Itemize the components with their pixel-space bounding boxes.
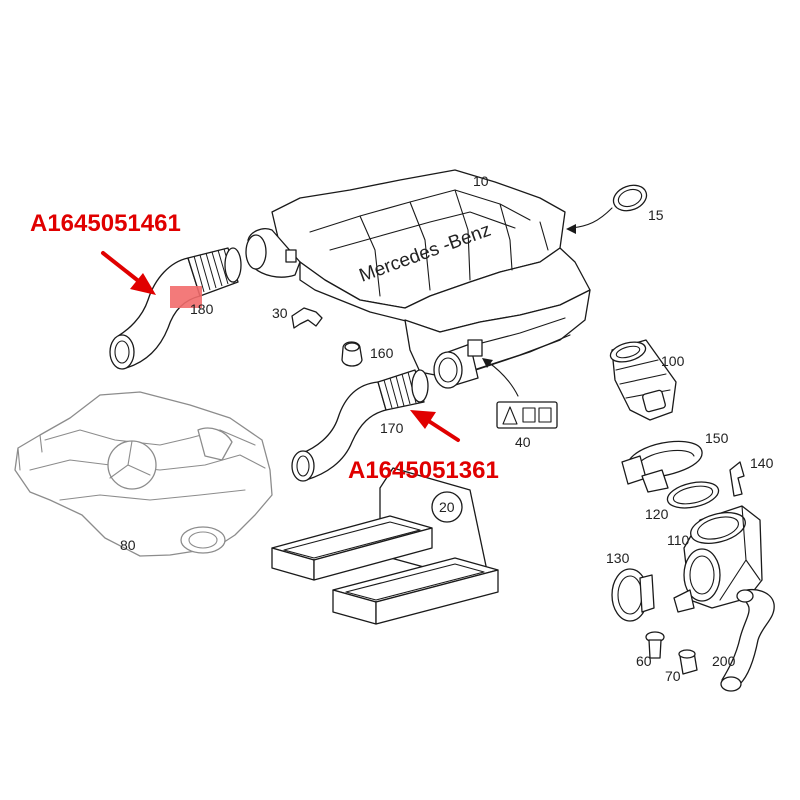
intake-hose-180 xyxy=(109,247,242,370)
arrow-40 xyxy=(487,361,519,397)
seal-ring-15 xyxy=(612,184,648,212)
label-10: 10 xyxy=(473,173,489,189)
hose-clamp-130 xyxy=(611,568,655,622)
clip-30 xyxy=(291,307,323,329)
label-140: 140 xyxy=(750,455,774,471)
warning-label-40 xyxy=(496,401,558,429)
callout-arrow-lower xyxy=(410,410,460,442)
label-60: 60 xyxy=(636,653,652,669)
label-100: 100 xyxy=(661,353,685,369)
bolt-60 xyxy=(645,631,665,659)
label-160: 160 xyxy=(370,345,394,361)
label-40: 40 xyxy=(515,434,531,450)
grommet-160 xyxy=(341,341,363,367)
air-duct-110 xyxy=(673,505,763,613)
air-filter-housing xyxy=(245,169,591,389)
label-15: 15 xyxy=(648,207,664,223)
spacer-70 xyxy=(678,649,698,675)
seal-ring-120 xyxy=(666,481,720,509)
part-number-upper: A1645051461 xyxy=(30,210,181,237)
label-130: 130 xyxy=(606,550,630,566)
arrow-head-15 xyxy=(566,224,576,234)
air-mass-sensor-100 xyxy=(609,339,677,421)
arrow-15 xyxy=(571,207,613,229)
breather-hose-200 xyxy=(720,589,775,692)
label-120: 120 xyxy=(645,506,669,522)
bracket-140 xyxy=(729,461,745,497)
label-150: 150 xyxy=(705,430,729,446)
arrow-head-40 xyxy=(482,358,493,368)
label-180: 180 xyxy=(190,301,214,317)
label-70: 70 xyxy=(665,668,681,684)
label-20: 20 xyxy=(439,499,455,515)
intake-hose-170 xyxy=(291,369,429,482)
air-filter-elements-20 xyxy=(271,467,499,625)
engine-cover-80 xyxy=(14,391,273,557)
hose-clamp-150 xyxy=(621,440,703,493)
part-number-lower: A1645051361 xyxy=(348,457,499,484)
label-80: 80 xyxy=(120,537,136,553)
filter-element-right xyxy=(332,557,499,625)
label-200: 200 xyxy=(712,653,736,669)
callout-arrow-upper xyxy=(101,251,156,295)
filter-element-left xyxy=(271,515,433,581)
highlight-box xyxy=(170,286,202,308)
label-170: 170 xyxy=(380,420,404,436)
label-110: 110 xyxy=(667,532,690,548)
label-30: 30 xyxy=(272,305,288,321)
